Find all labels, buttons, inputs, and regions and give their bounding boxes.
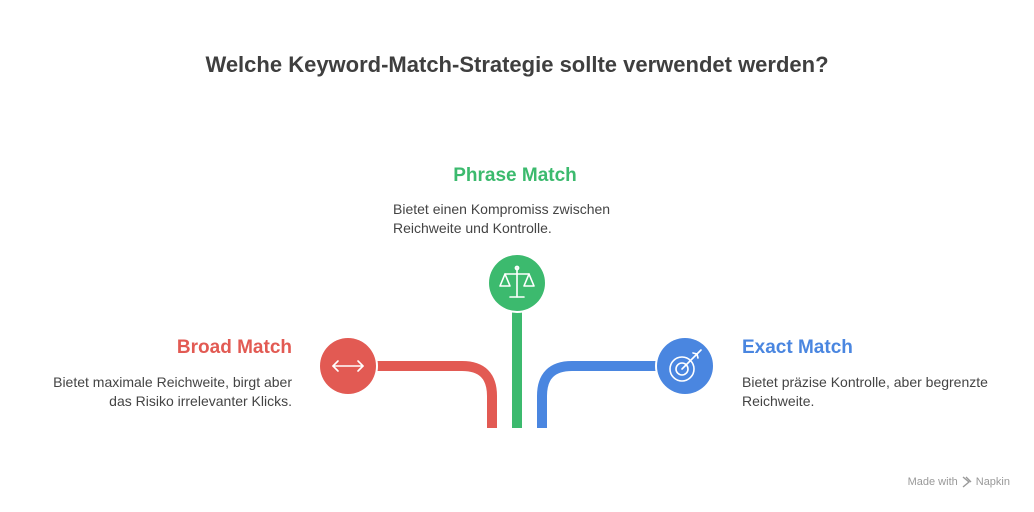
broad-node [318, 336, 378, 396]
phrase-match-title: Phrase Match [453, 165, 577, 186]
balance-scale-icon [499, 265, 535, 298]
broad-match-title: Broad Match [176, 337, 292, 358]
broad-match-description: Bietet maximale Reichweite, birgt aber d… [53, 374, 292, 409]
target-icon [669, 349, 702, 382]
phrase-node [487, 253, 547, 313]
exact-node [655, 336, 715, 396]
exact-connector [537, 361, 685, 428]
phrase-match-description: Bietet einen Kompromiss zwischen Reichwe… [393, 201, 611, 236]
double-arrow-icon [332, 360, 364, 372]
made-with-napkin-footer[interactable]: Made with Napkin [908, 476, 1010, 488]
exact-match-title: Exact Match [742, 337, 853, 358]
made-with-label: Made with [907, 476, 958, 488]
napkin-brand-label: Napkin [975, 476, 1010, 488]
exact-match-description: Bietet präzise Kontrolle, aber begrenzte… [742, 374, 988, 409]
broad-connector [350, 361, 497, 428]
napkin-logo-icon [962, 476, 972, 488]
page-title: Welche Keyword-Match-Strategie sollte ve… [205, 52, 829, 77]
